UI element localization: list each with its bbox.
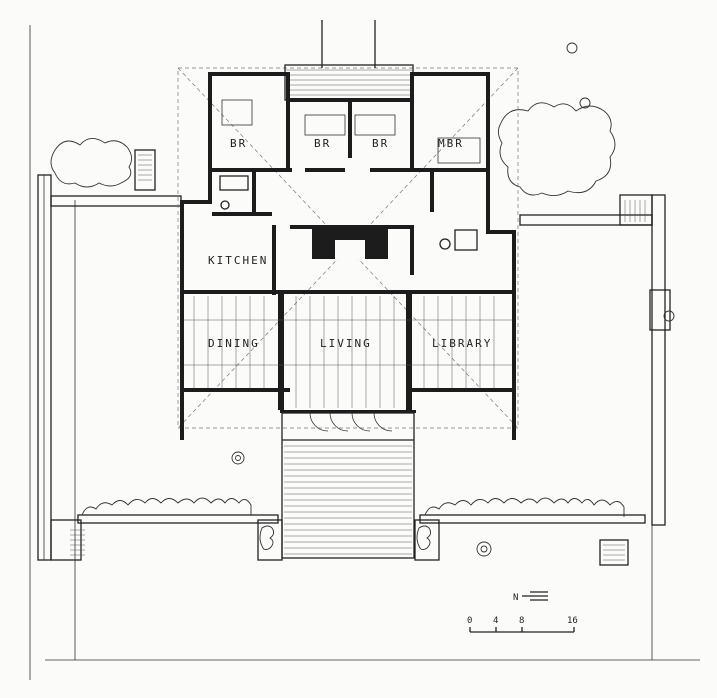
left-garden-wall: [37, 149, 182, 561]
room-label-kitchen: KITCHEN: [208, 254, 268, 267]
site-boundary: [29, 25, 700, 680]
fireplace: [312, 229, 388, 259]
room-label-br-1: BR: [230, 137, 247, 150]
north-arrow: N: [513, 591, 548, 603]
ceiling-beams: [184, 296, 512, 408]
room-label-mbr: MBR: [438, 137, 464, 150]
scale-tick-8: 8: [519, 616, 524, 626]
shrubbery: [50, 42, 675, 557]
room-label-library: LIBRARY: [432, 337, 492, 350]
scale-tick-4: 4: [493, 616, 498, 626]
bedroom-wing-walls: [180, 72, 516, 440]
scale-bar: 0 4 8 16: [467, 616, 578, 633]
room-label-br-2: BR: [314, 137, 331, 150]
scale-tick-16: 16: [567, 616, 578, 626]
room-label-br-3: BR: [372, 137, 389, 150]
main-pavilion: [180, 290, 516, 413]
room-label-dining: DINING: [208, 337, 260, 350]
top-stair: [284, 20, 414, 101]
front-steps: [281, 412, 415, 559]
north-label: N: [513, 593, 518, 603]
bath-fixtures: [219, 99, 481, 251]
scale-tick-0: 0: [467, 616, 472, 626]
room-label-living: LIVING: [320, 337, 372, 350]
front-garden-walls: [77, 497, 646, 561]
right-garden-wall: [519, 194, 671, 566]
